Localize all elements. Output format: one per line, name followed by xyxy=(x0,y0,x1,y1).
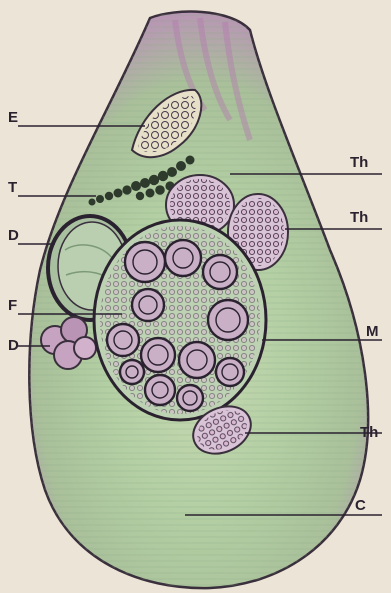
label-th-2: Th xyxy=(350,209,368,226)
label-d-lower: D xyxy=(8,337,19,354)
label-e: E xyxy=(8,109,18,126)
label-th-1: Th xyxy=(350,154,368,171)
label-c: C xyxy=(355,497,366,514)
label-d-upper: D xyxy=(8,227,19,244)
label-t: T xyxy=(8,179,17,196)
label-f: F xyxy=(8,297,17,314)
label-th-3: Th xyxy=(360,424,378,441)
cyst-m xyxy=(94,220,266,420)
label-m: M xyxy=(366,323,379,340)
